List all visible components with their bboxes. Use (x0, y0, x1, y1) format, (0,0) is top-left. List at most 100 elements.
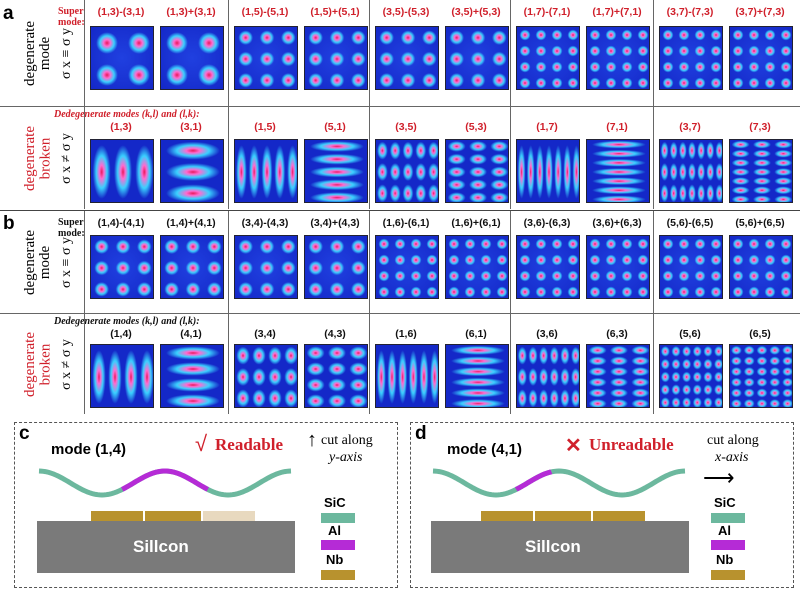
al-segment-wave (514, 469, 553, 492)
mode-title: (5,1) (324, 121, 346, 133)
legend-sic: SiC (714, 495, 736, 510)
mode-group: (1,5)(5,1) (228, 107, 370, 209)
sic-membrane-wave (432, 468, 686, 498)
super-mode-label: Super mode: (58, 6, 85, 28)
legend-al: Al (328, 523, 341, 538)
mode-title: (7,3) (749, 121, 771, 133)
mode-title: (1,7)+(7,1) (592, 6, 642, 18)
panel-b-broken-row: degenerate broken σ x ≠ σ y Dedegenerate… (0, 313, 800, 414)
device-schematic (431, 468, 745, 580)
mode-group: (3,5)(5,3) (369, 107, 511, 209)
check-icon: √ (195, 431, 208, 456)
cross-icon: ✕ (565, 435, 582, 457)
field-pattern (659, 235, 723, 299)
legend-nb: Nb (326, 552, 344, 567)
mode-title: (6,3) (606, 328, 628, 340)
mode-title: (1,6) (395, 328, 417, 340)
mode-group: (1,6) (6,1) (369, 314, 511, 414)
field-pattern (445, 139, 509, 203)
al-segment-wave (121, 468, 209, 492)
field-pattern (90, 344, 154, 408)
panel-c: c mode (1,4) √ Readable ↑ cut along y-ax… (14, 422, 398, 588)
mode-label: mode (1,4) (51, 441, 127, 458)
silicon-substrate (37, 521, 295, 573)
field-pattern (160, 26, 224, 90)
panel-a: degenerate mode σ x ≡ σ y Super mode: (1… (0, 0, 800, 209)
mode-title: (3,6)+(6,3) (592, 217, 642, 229)
cut-line2: x-axis (715, 450, 749, 465)
mode-title: (3,5)+(5,3) (451, 6, 501, 18)
mode-title: (3,6)-(6,3) (523, 217, 571, 229)
field-pattern (160, 344, 224, 408)
mode-title: (3,4) (254, 328, 276, 340)
mode-group: (1,4)-(4,1)(1,4)+(4,1) (84, 211, 229, 313)
field-pattern (729, 26, 793, 90)
mode-title: (5,6)+(6,5) (735, 217, 785, 229)
nb-electrode (91, 511, 143, 521)
mode-group: (3,7)-(7,3) (3,7)+(7,3) (653, 0, 800, 106)
panel-a-degenerate-row: degenerate mode σ x ≡ σ y Super mode: (1… (0, 0, 800, 106)
mode-group: (1,6)-(6,1)(1,6)+(6,1) (369, 211, 511, 313)
panel-a-broken-row: degenerate broken σ x ≠ σ y Dedegenerate… (0, 106, 800, 209)
mode-title: (5,6)-(6,5) (666, 217, 714, 229)
mode-group: (3,7) (7,3) (653, 107, 800, 209)
mode-title: (6,1) (465, 328, 487, 340)
field-pattern (586, 139, 650, 203)
mode-title: (3,4)-(4,3) (241, 217, 289, 229)
condition-label: σ x ≠ σ y (58, 338, 74, 390)
legend-al-swatch (321, 540, 355, 550)
legend-nb-swatch (711, 570, 745, 580)
super-mode-label: Super mode: (58, 217, 85, 239)
legend-sic-swatch (711, 513, 745, 523)
panel-c-label: c (19, 423, 30, 444)
field-pattern (516, 26, 580, 90)
field-pattern (90, 139, 154, 203)
mode-title: (1,4)+(4,1) (166, 217, 216, 229)
dedegenerate-note: Dedegenerate modes (k,l) and (l,k): (54, 109, 200, 120)
nb-electrode (535, 511, 591, 521)
panel-a-label: a (3, 3, 14, 24)
mode-title: (3,5)-(5,3) (382, 6, 430, 18)
nb-electrode (593, 511, 645, 521)
cut-line1: cut along (321, 433, 373, 448)
mode-group: (3,6) (6,3) (510, 314, 654, 414)
side-label: degenerate broken σ x ≠ σ y (0, 314, 85, 414)
field-pattern (659, 344, 723, 408)
side-label: degenerate broken σ x ≠ σ y (0, 107, 85, 209)
substrate-label: Sillcon (133, 537, 189, 556)
legend-al-swatch (711, 540, 745, 550)
field-pattern (304, 26, 368, 90)
mode-title: (1,3)+(3,1) (166, 6, 216, 18)
field-pattern (375, 139, 439, 203)
mode-title: (3,6) (536, 328, 558, 340)
mode-group: (3,5)-(5,3) (3,5)+(5,3) (369, 0, 511, 106)
legend-sic: SiC (324, 495, 346, 510)
readable-status: Readable (215, 435, 283, 454)
mode-title: (1,3) (110, 121, 132, 133)
mode-group: (1,3)-(3,1)(1,3)+(3,1) (84, 0, 229, 106)
mode-group: (1,3)(3,1) (84, 107, 229, 209)
panel-b-degenerate-row: degenerate mode σ x ≡ σ y Super mode: (1… (0, 211, 800, 313)
mode-title: (3,7)-(7,3) (666, 6, 714, 18)
mode-title: (3,5) (395, 121, 417, 133)
panel-d-label: d (415, 423, 427, 444)
mode-title: (3,7) (679, 121, 701, 133)
nb-electrode (145, 511, 201, 521)
unreadable-status: Unreadable (589, 435, 674, 454)
field-pattern (160, 139, 224, 203)
mode-title: (5,6) (679, 328, 701, 340)
device-schematic (37, 468, 355, 580)
mode-title: (1,7) (536, 121, 558, 133)
mode-group: (3,4)(4,3) (228, 314, 370, 414)
field-pattern (586, 26, 650, 90)
field-pattern (445, 344, 509, 408)
legend-sic-swatch (321, 513, 355, 523)
field-pattern (729, 344, 793, 408)
condition-label: σ x ≡ σ y (58, 27, 74, 79)
cut-line2: y-axis (329, 450, 363, 465)
mode-title: (3,7)+(7,3) (735, 6, 785, 18)
legend-nb-swatch (321, 570, 355, 580)
field-pattern (375, 344, 439, 408)
panel-b-label: b (3, 213, 15, 234)
arrow-up-icon: ↑ (307, 429, 317, 451)
